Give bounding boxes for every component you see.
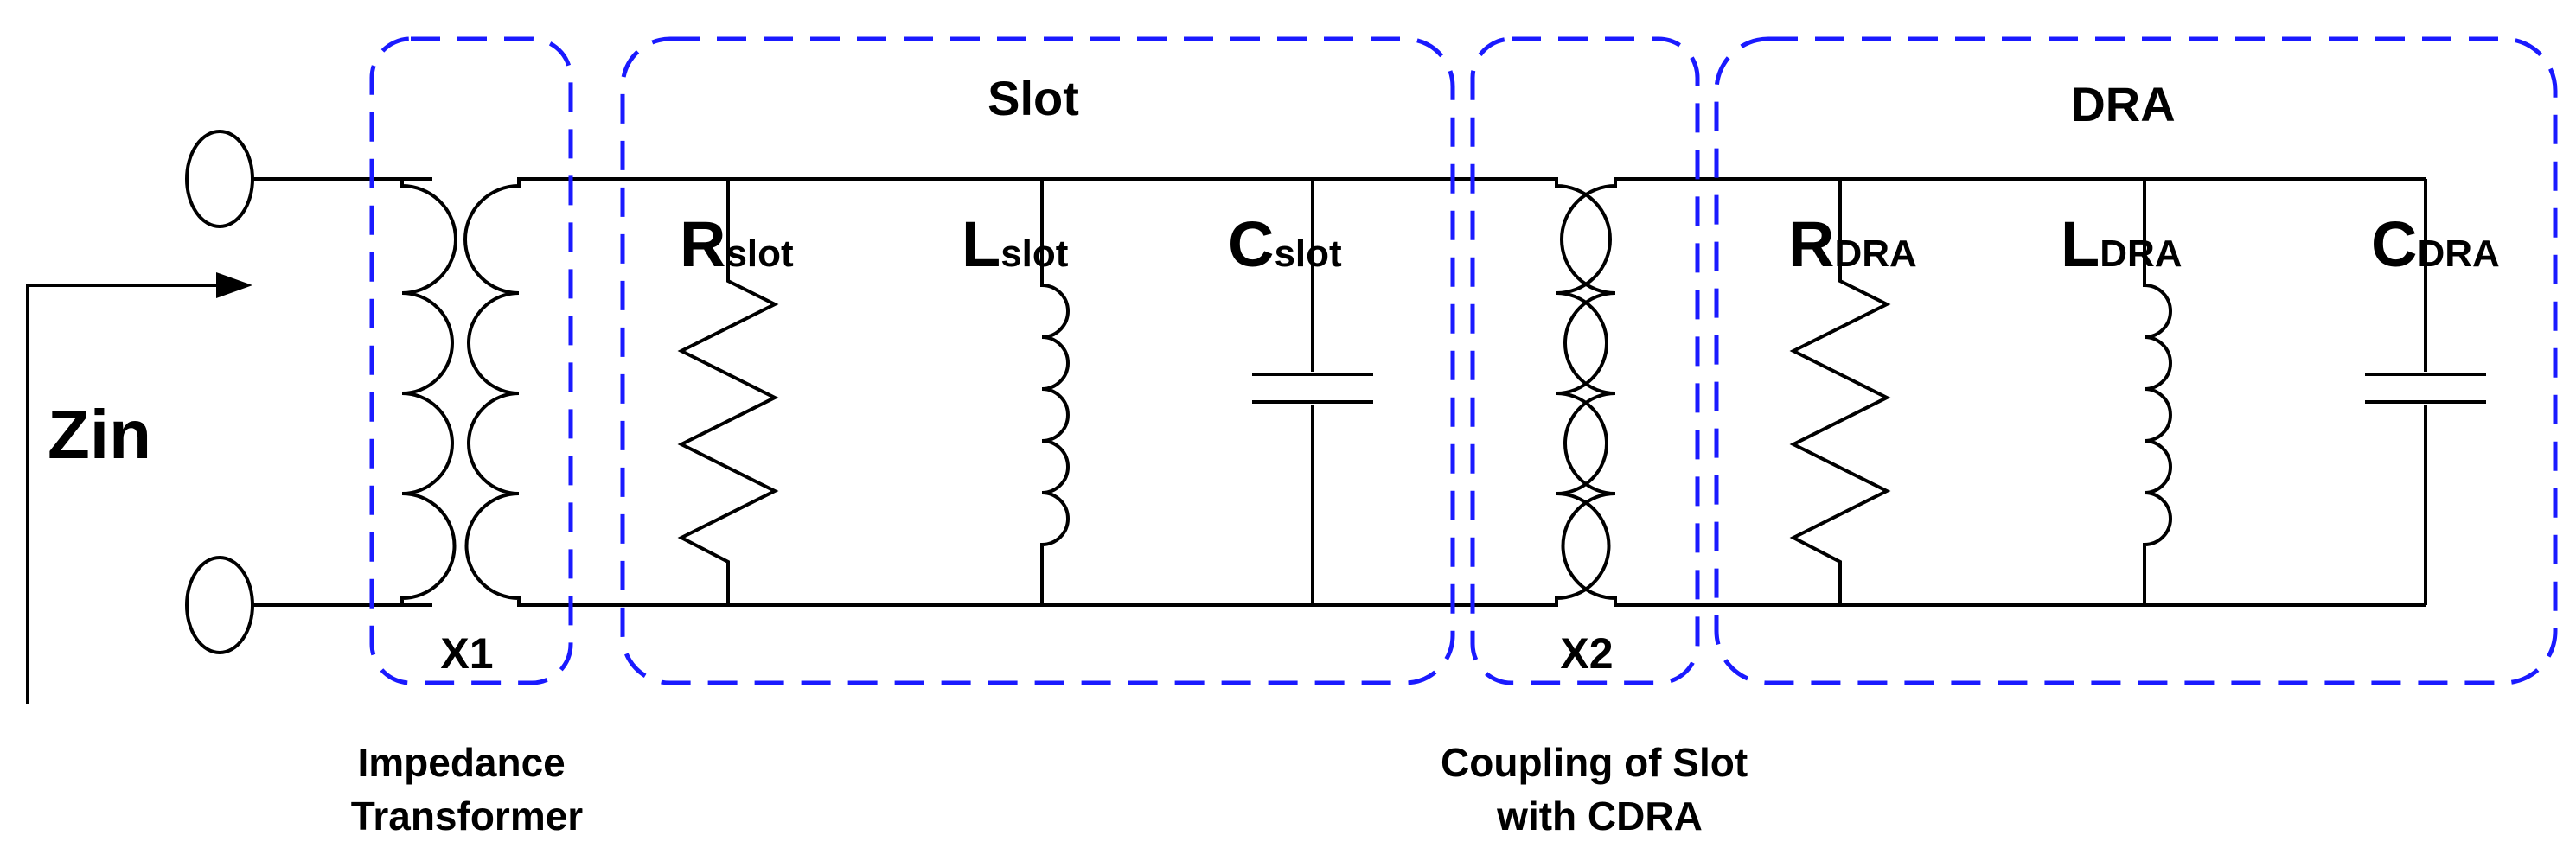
r-dra-label: RDRA bbox=[1788, 208, 1917, 280]
zin-label: Zin bbox=[48, 396, 151, 473]
transformer-x1 bbox=[385, 177, 536, 607]
resistor-r-dra bbox=[1789, 179, 1891, 605]
slot-title: Slot bbox=[988, 71, 1079, 125]
r-slot-label: Rslot bbox=[680, 208, 794, 280]
l-slot-label: Lslot bbox=[962, 208, 1069, 280]
group-box-slot bbox=[620, 36, 1455, 685]
c-slot-label: Cslot bbox=[1228, 208, 1342, 280]
dra-title: DRA bbox=[2070, 77, 2175, 131]
inductor-l-dra bbox=[2143, 179, 2172, 605]
c-dra-label: CDRA bbox=[2371, 208, 2500, 280]
input-terminal-top bbox=[185, 130, 254, 228]
transformer-x2 bbox=[1539, 177, 1633, 607]
group-box-dra bbox=[1714, 36, 2558, 685]
inductor-l-slot bbox=[1040, 179, 1070, 605]
capacitor-c-dra bbox=[2365, 179, 2486, 605]
capacitor-c-slot bbox=[1252, 179, 1373, 605]
l-dra-label: LDRA bbox=[2061, 208, 2183, 280]
group-box-x1 bbox=[369, 36, 573, 685]
zin-arrow bbox=[26, 272, 252, 704]
resistor-r-slot bbox=[677, 179, 779, 605]
x1-label: X1 bbox=[440, 629, 493, 678]
group-box-x2 bbox=[1470, 36, 1700, 685]
input-terminal-bottom bbox=[185, 556, 254, 654]
impedance-transformer-caption: Impedance Transformer bbox=[351, 740, 584, 838]
coupling-caption: Coupling of Slot with CDRA bbox=[1441, 740, 1759, 838]
x2-label: X2 bbox=[1560, 629, 1613, 678]
